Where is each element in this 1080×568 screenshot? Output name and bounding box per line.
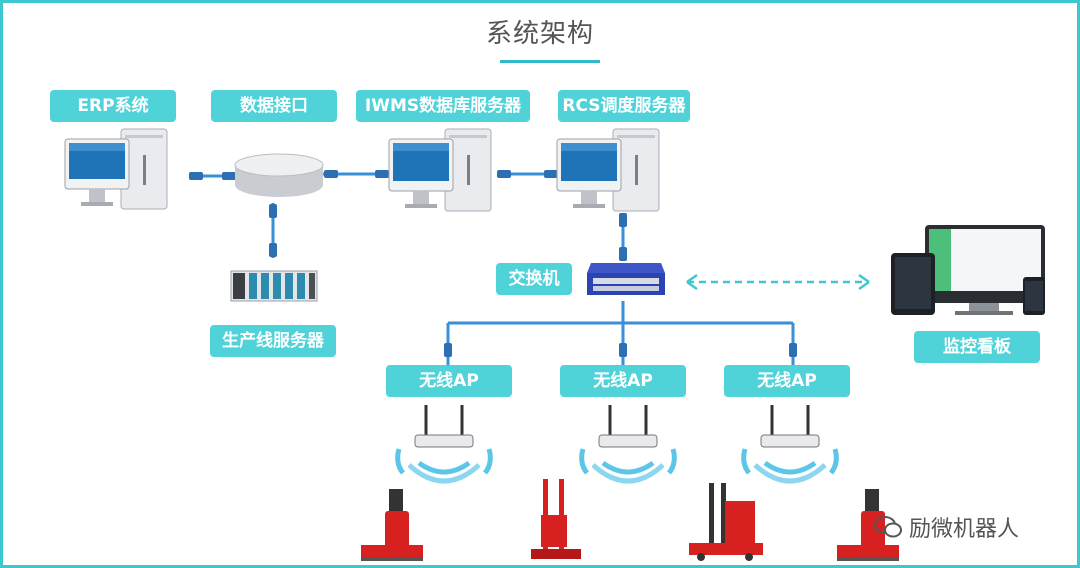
wireless-ap-icon <box>395 405 493 484</box>
wireless-ap-icon <box>579 405 677 484</box>
forklift-reach-truck-icon <box>689 483 763 561</box>
iwms-computer-icon <box>388 128 492 212</box>
monitor-board-icon <box>891 225 1045 315</box>
label-iwms: IWMS数据库服务器 <box>356 90 530 122</box>
plc-icon <box>230 270 318 302</box>
forklift-agv-icon <box>837 489 899 561</box>
wechat-icon <box>874 516 902 538</box>
watermark-text: 励微机器人 <box>909 517 1020 542</box>
watermark: 励微机器人 <box>873 511 1019 543</box>
label-erp: ERP系统 <box>50 90 176 122</box>
database-icon <box>234 153 324 197</box>
label-production-server: 生产线服务器 <box>210 325 336 357</box>
page-title: 系统架构 <box>485 19 594 49</box>
title-underline <box>500 60 600 63</box>
wireless-ap-icon <box>741 405 839 484</box>
switch-icon <box>587 263 665 295</box>
rcs-computer-icon <box>556 128 660 212</box>
wireless-link-arrow <box>686 273 870 291</box>
label-rcs: RCS调度服务器 <box>558 90 690 122</box>
erp-computer-icon <box>64 128 168 210</box>
label-ap-3: 无线AP <box>724 365 850 397</box>
connection-lines <box>189 170 870 366</box>
forklift-agv-icon <box>361 489 423 561</box>
label-switch: 交换机 <box>496 263 572 295</box>
label-data-interface: 数据接口 <box>211 90 337 122</box>
forklift-stacker-icon <box>531 479 581 559</box>
label-ap-2: 无线AP <box>560 365 686 397</box>
label-monitor-board: 监控看板 <box>914 331 1040 363</box>
label-ap-1: 无线AP <box>386 365 512 397</box>
